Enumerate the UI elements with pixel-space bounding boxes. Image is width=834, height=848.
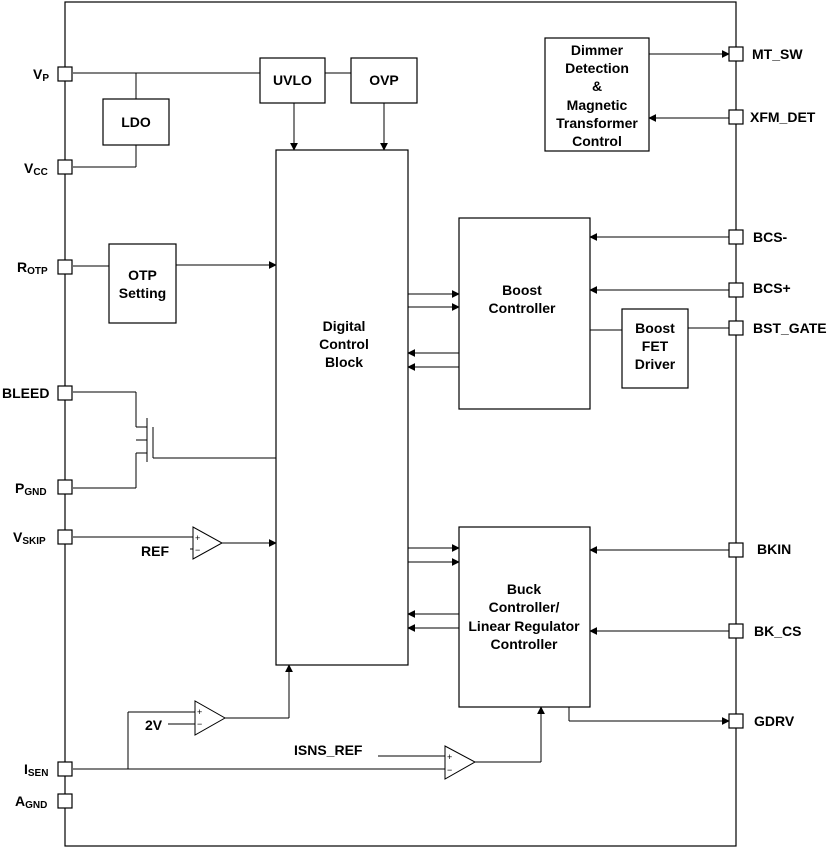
- vskip-comparator: + −: [192, 526, 224, 560]
- uvlo-block: UVLO: [259, 57, 326, 104]
- buck-label-3: Linear Regulator: [468, 618, 580, 634]
- ovp-block: OVP: [350, 57, 418, 104]
- dimmer-label-5: Transformer: [556, 115, 638, 131]
- otp-label-1: OTP: [128, 267, 157, 283]
- pin-vp: VP: [33, 66, 73, 84]
- boost-fet-driver-block: Boost FET Driver: [621, 308, 689, 389]
- pin-mt-sw-label: MT_SW: [752, 46, 803, 62]
- boost-label-1: Boost: [502, 282, 542, 298]
- dimmer-label-1: Dimmer: [571, 42, 624, 58]
- 2v-comparator: + −: [194, 700, 227, 736]
- pin-agnd: AGND: [15, 793, 73, 811]
- boost-controller-block: Boost Controller: [458, 217, 591, 410]
- wires: [73, 50, 730, 770]
- pin-mt-sw: MT_SW: [728, 46, 803, 62]
- pin-isen-label: ISEN: [24, 761, 48, 779]
- pin-bcs-plus-label: BCS+: [753, 280, 791, 296]
- dimmer-label-4: Magnetic: [567, 97, 628, 113]
- isns-comparator: + −: [444, 745, 477, 780]
- pin-agnd-label: AGND: [15, 793, 47, 811]
- pin-vcc: VCC: [24, 159, 73, 178]
- pin-vp-label: VP: [33, 66, 49, 84]
- pin-bcs-minus: BCS-: [728, 229, 788, 245]
- pin-bk-cs: BK_CS: [728, 623, 801, 639]
- pin-gdrv-label: GDRV: [754, 713, 795, 729]
- pin-bcs-minus-label: BCS-: [753, 229, 788, 245]
- pin-bleed-label: BLEED: [2, 385, 49, 401]
- isns-ref-label: ISNS_REF: [294, 742, 363, 758]
- pin-rotp-label: ROTP: [17, 259, 48, 277]
- pin-vskip-label: VSKIP: [13, 529, 46, 547]
- pin-bst-gate-label: BST_GATE: [753, 320, 827, 336]
- chip-outline: [64, 1, 737, 847]
- buck-label-2: Controller/: [489, 599, 560, 615]
- dimmer-detection-block: Dimmer Detection & Magnetic Transformer …: [544, 37, 650, 152]
- pin-pgnd-label: PGND: [15, 480, 47, 498]
- otp-label-2: Setting: [119, 285, 166, 301]
- ref-label: REF: [141, 543, 169, 559]
- ldo-label: LDO: [121, 114, 151, 130]
- pin-bkin-label: BKIN: [757, 541, 791, 557]
- pin-bcs-plus: BCS+: [728, 280, 791, 298]
- pin-gdrv: GDRV: [728, 713, 795, 729]
- isns-comp-plus: +: [447, 752, 452, 762]
- fet-label-2: FET: [642, 338, 669, 354]
- pin-bkin: BKIN: [728, 541, 791, 558]
- dimmer-label-3: &: [592, 78, 602, 94]
- pin-rotp: ROTP: [17, 259, 73, 277]
- ovp-label: OVP: [369, 72, 399, 88]
- digital-control-block: Digital Control Block: [275, 149, 409, 666]
- digital-label-1: Digital: [323, 318, 366, 334]
- pin-bst-gate: BST_GATE: [728, 320, 827, 336]
- digital-label-3: Block: [325, 354, 363, 370]
- pin-bleed: BLEED: [2, 385, 73, 401]
- fet-label-3: Driver: [635, 356, 676, 372]
- pin-xfm-det-label: XFM_DET: [750, 109, 816, 125]
- 2v-comp-plus: +: [197, 707, 202, 717]
- pin-isen: ISEN: [24, 761, 73, 779]
- isns-comp-minus: −: [447, 765, 452, 775]
- digital-label-2: Control: [319, 336, 369, 352]
- 2v-label: 2V: [145, 717, 163, 733]
- vskip-comp-minus: −: [195, 545, 200, 555]
- buck-label-1: Buck: [507, 581, 541, 597]
- otp-setting-block: OTP Setting: [108, 243, 177, 324]
- boost-label-2: Controller: [489, 300, 556, 316]
- pin-bk-cs-label: BK_CS: [754, 623, 801, 639]
- pin-vcc-label: VCC: [24, 160, 48, 178]
- pin-xfm-det: XFM_DET: [728, 109, 816, 125]
- vskip-comp-plus: +: [195, 533, 200, 543]
- uvlo-label: UVLO: [273, 72, 312, 88]
- pin-pgnd: PGND: [15, 479, 73, 498]
- ldo-block: LDO: [102, 98, 170, 146]
- buck-controller-block: Buck Controller/ Linear Regulator Contro…: [458, 526, 591, 708]
- pin-vskip: VSKIP: [13, 529, 73, 547]
- dimmer-label-6: Control: [572, 133, 622, 149]
- fet-label-1: Boost: [635, 320, 675, 336]
- buck-label-4: Controller: [491, 636, 558, 652]
- 2v-comp-minus: −: [197, 719, 202, 729]
- dimmer-label-2: Detection: [565, 60, 629, 76]
